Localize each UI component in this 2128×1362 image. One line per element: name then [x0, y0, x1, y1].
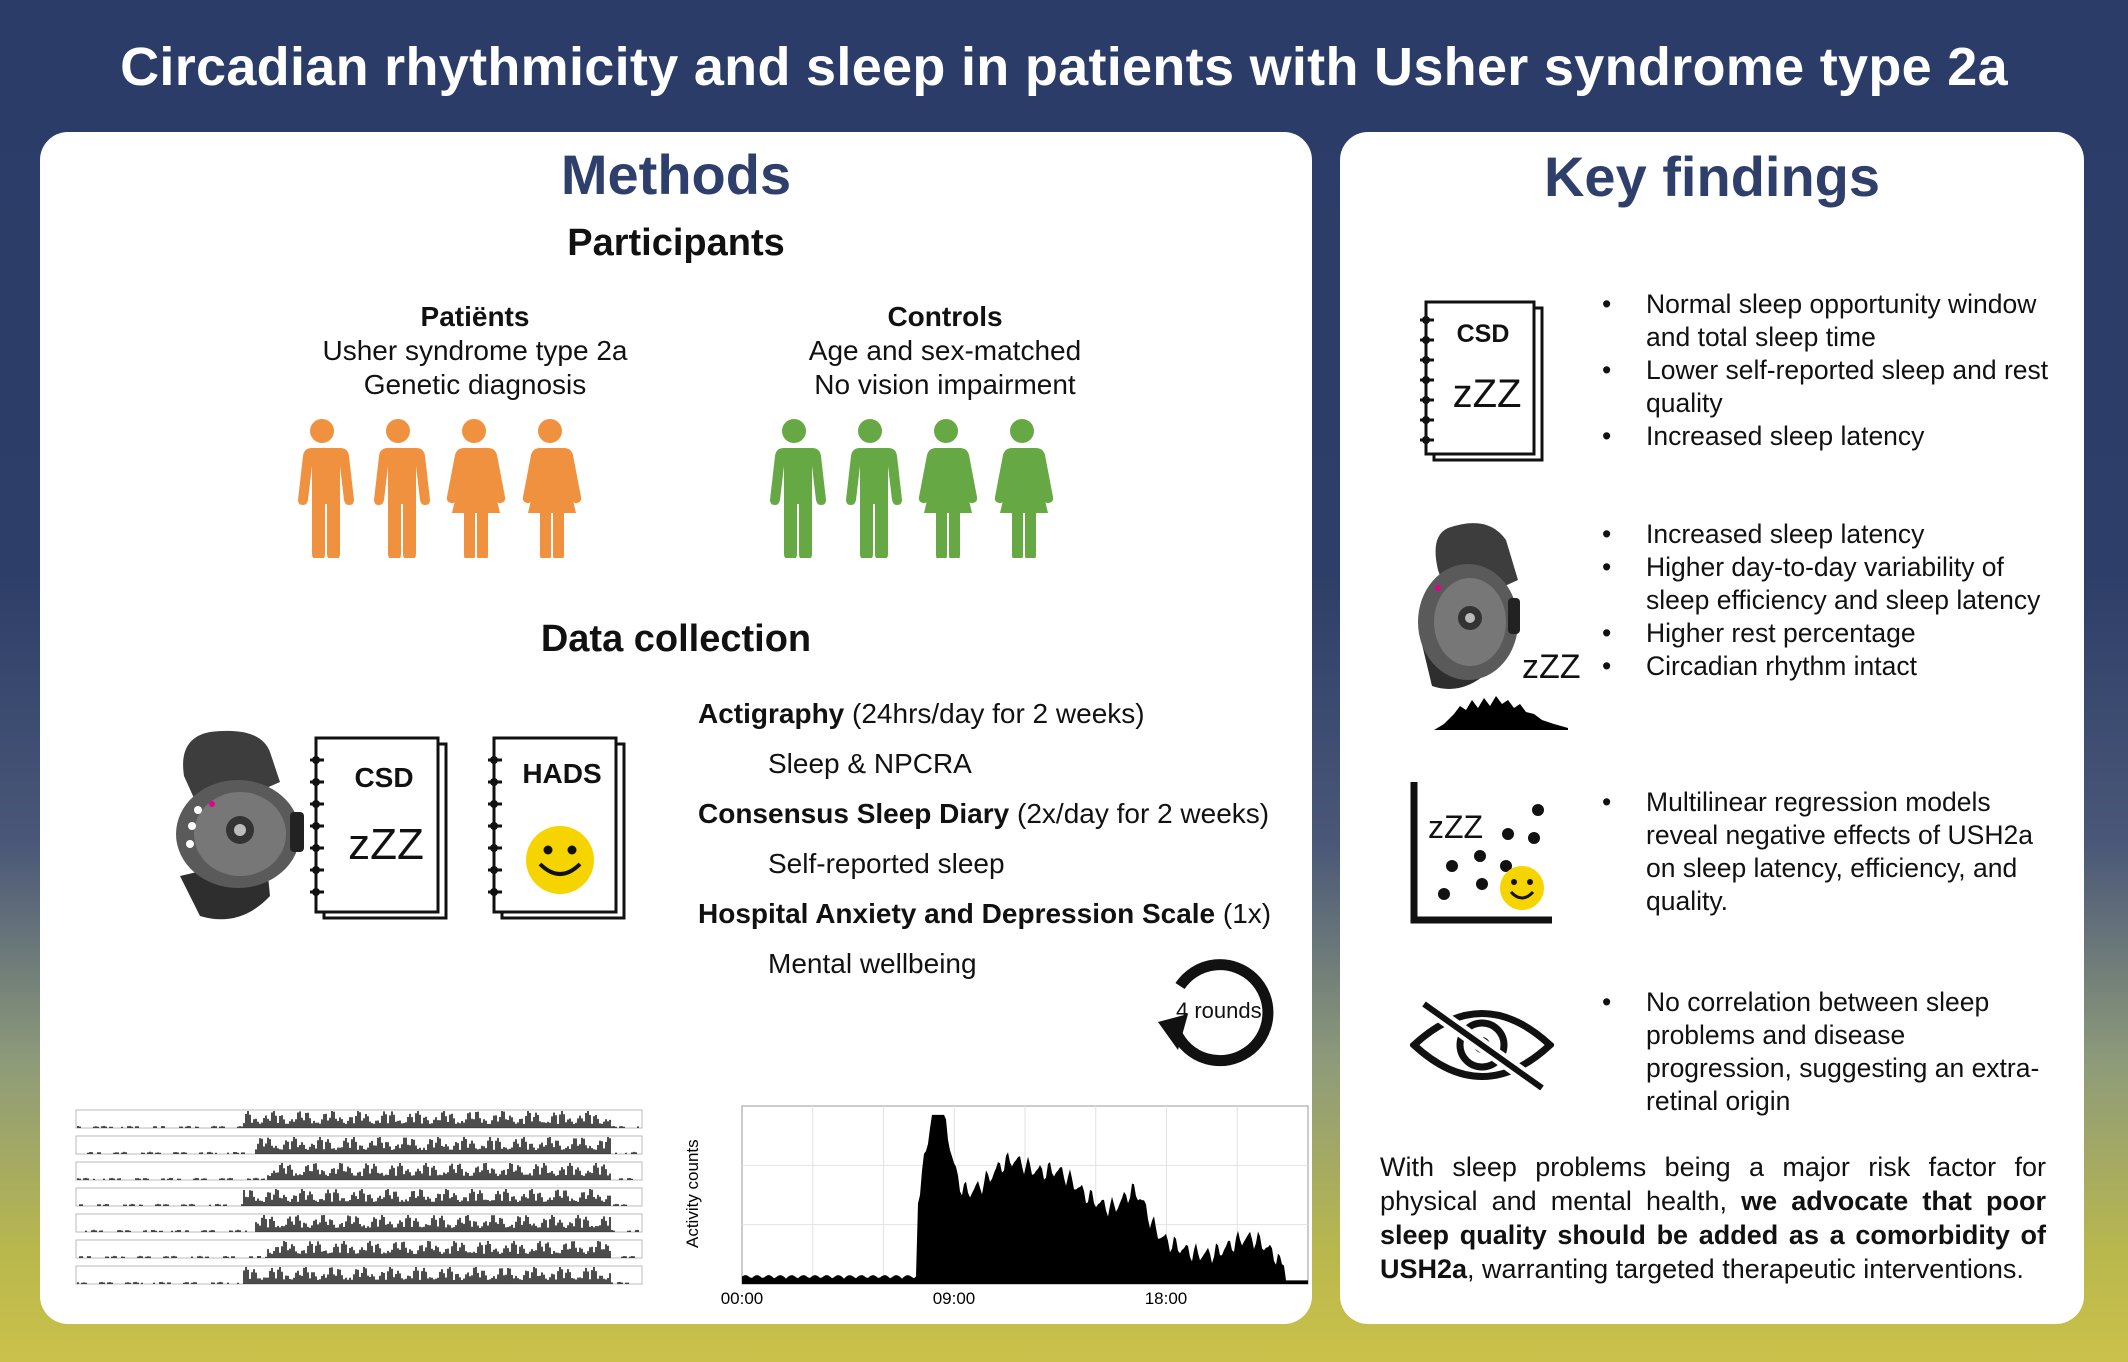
patients-line2: Genetic diagnosis: [363, 369, 587, 400]
patients-line1: Usher syndrome type 2a: [322, 335, 628, 366]
male-figure-icon: [374, 419, 430, 558]
methods-heading: Methods: [560, 143, 792, 206]
patients-group: Patiënts Usher syndrome type 2a Genetic …: [270, 300, 680, 402]
zzz-text: zZZ: [1428, 809, 1483, 845]
participants-heading: Participants: [567, 222, 785, 264]
male-figure-icon: [846, 419, 902, 558]
controls-title: Controls: [887, 301, 1003, 332]
hads-sub: Mental wellbeing: [768, 948, 977, 979]
patients-title: Patiënts: [420, 301, 530, 332]
csd-line: Consensus Sleep Diary (2x/day for 2 week…: [698, 798, 1270, 829]
male-figure-icon: [770, 419, 826, 558]
findings-heading: Key findings: [1543, 145, 1881, 208]
patients-figures: [290, 418, 582, 558]
male-figure-icon: [298, 419, 354, 558]
csd-label: CSD: [354, 762, 414, 793]
zzz-text: zZZ: [1522, 648, 1581, 686]
finding-item: Higher day-to-day variability of sleep e…: [1598, 551, 2058, 617]
activity-silhouette: [1404, 696, 1568, 730]
actigraphy-sub: Sleep & NPCRA: [768, 748, 972, 779]
finding-item: No correlation between sleep problems an…: [1598, 986, 2058, 1118]
x-tick-label: 18:00: [1145, 1289, 1188, 1308]
female-figure-icon: [522, 419, 582, 558]
actigraphy-line: Actigraphy (24hrs/day for 2 weeks): [698, 698, 1145, 729]
csd-notebook-icon: CSD zZZ: [310, 736, 450, 922]
zzz-text: zZZ: [348, 820, 424, 869]
female-figure-icon: [918, 419, 978, 558]
findings-group-1: Normal sleep opportunity window and tota…: [1598, 288, 2058, 453]
y-axis-label: Activity counts: [683, 1139, 702, 1248]
smiley-icon: [1500, 866, 1544, 910]
findings-panel: Key findings CSD zZZ Normal sleep opport…: [1340, 132, 2084, 1324]
actogram-plot: [75, 1109, 643, 1285]
x-tick-label: 00:00: [721, 1289, 764, 1308]
controls-line2: No vision impairment: [814, 369, 1076, 400]
csd-label: CSD: [1456, 320, 1510, 348]
poster-title: Circadian rhythmicity and sleep in patie…: [120, 37, 2008, 97]
methods-panel: Methods Participants Patiënts Usher synd…: [40, 132, 1312, 1324]
actigraphy-watch-icon: [176, 730, 304, 920]
crossed-eye-icon: [1410, 1000, 1554, 1090]
finding-item: Higher rest percentage: [1598, 617, 2058, 650]
female-figure-icon: [446, 419, 506, 558]
rounds-label: 4 rounds: [1176, 998, 1262, 1023]
controls-line1: Age and sex-matched: [808, 335, 1082, 366]
female-figure-icon: [994, 419, 1054, 558]
activity-counts-chart: Activity counts 00:00 09:00 18:00: [683, 1105, 1309, 1308]
controls-group: Controls Age and sex-matched No vision i…: [740, 300, 1150, 402]
x-tick-label: 09:00: [933, 1289, 976, 1308]
activity-area: [742, 1114, 1308, 1284]
actigraphy-watch-icon: zZZ: [1404, 523, 1581, 730]
findings-group-2: Increased sleep latency Higher day-to-da…: [1598, 518, 2058, 683]
hads-line: Hospital Anxiety and Depression Scale (1…: [698, 898, 1272, 929]
csd-notebook-icon: CSD zZZ: [1420, 300, 1546, 464]
regression-scatter-icon: zZZ: [1410, 782, 1552, 924]
cycle-arrow-icon: [1158, 959, 1274, 1067]
finding-item: Normal sleep opportunity window and tota…: [1598, 288, 2058, 354]
csd-sub: Self-reported sleep: [768, 848, 1005, 879]
finding-item: Lower self-reported sleep and rest quali…: [1598, 354, 2058, 420]
findings-group-4: No correlation between sleep problems an…: [1598, 986, 2058, 1118]
data-collection-heading: Data collection: [540, 618, 812, 660]
smiley-icon: [526, 826, 594, 894]
hads-notebook-icon: HADS: [488, 736, 628, 922]
finding-item: Circadian rhythm intact: [1598, 650, 2058, 683]
controls-figures: [762, 418, 1054, 558]
finding-item: Increased sleep latency: [1598, 420, 2058, 453]
hads-label: HADS: [522, 758, 602, 789]
findings-group-3: Multilinear regression models reveal neg…: [1598, 786, 2058, 918]
zzz-text: zZZ: [1452, 372, 1522, 416]
conclusion-text: With sleep problems being a major risk f…: [1380, 1152, 2046, 1284]
finding-item: Multilinear regression models reveal neg…: [1598, 786, 2058, 918]
finding-item: Increased sleep latency: [1598, 518, 2058, 551]
